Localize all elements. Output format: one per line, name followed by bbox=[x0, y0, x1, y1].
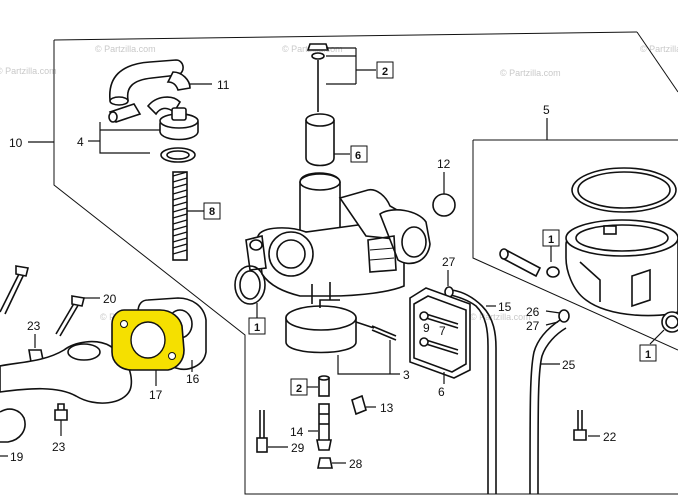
outline-float-bowl-box bbox=[472, 140, 678, 351]
part-14-needle-jet[interactable] bbox=[316, 403, 332, 451]
watermark-text: © Partzilla.com bbox=[470, 312, 531, 322]
part-float-cup[interactable] bbox=[285, 299, 357, 354]
callout-23-top[interactable]: 23 bbox=[27, 319, 41, 333]
callout-1-mid[interactable]: 1 bbox=[548, 234, 554, 246]
part-2-main-jet[interactable] bbox=[318, 375, 330, 397]
callout-27-bottom[interactable]: 27 bbox=[526, 319, 540, 333]
callout-6-bottom[interactable]: 6 bbox=[438, 385, 445, 399]
part-23-nut-bottom[interactable] bbox=[54, 403, 68, 421]
part-cap-oring[interactable] bbox=[160, 147, 196, 163]
part-8-spring[interactable] bbox=[172, 171, 188, 261]
watermark-text: © Partzilla.com bbox=[500, 68, 561, 78]
part-20-bolt[interactable] bbox=[55, 295, 85, 337]
part-13-jet[interactable] bbox=[351, 394, 367, 416]
part-12-float-ball[interactable] bbox=[432, 172, 456, 217]
leader-26 bbox=[545, 310, 561, 314]
watermark-text: © Partzilla.com bbox=[640, 44, 678, 54]
watermark-text: © Partzilla.com bbox=[0, 66, 57, 76]
leader-4a bbox=[99, 122, 150, 154]
callout-4[interactable]: 4 bbox=[77, 135, 84, 149]
callout-2-bottom[interactable]: 2 bbox=[296, 383, 302, 395]
part-3-pilot-screw[interactable] bbox=[355, 321, 397, 341]
part-7-screw[interactable] bbox=[419, 337, 459, 355]
part-9-screw[interactable] bbox=[419, 311, 459, 329]
callout-17[interactable]: 17 bbox=[149, 388, 163, 402]
part-19-intake-manifold[interactable] bbox=[0, 340, 133, 443]
callout-1-left-box bbox=[248, 317, 266, 335]
callout-5[interactable]: 5 bbox=[543, 103, 550, 117]
callout-2-box bbox=[376, 61, 394, 79]
part-bowl-screw[interactable] bbox=[499, 248, 542, 278]
callout-23-bottom[interactable]: 23 bbox=[52, 440, 66, 454]
part-5-float-bowl[interactable] bbox=[565, 219, 678, 317]
part-25-overflow-hose[interactable] bbox=[529, 319, 567, 495]
watermark-text: © Partzilla.com bbox=[95, 44, 156, 54]
callout-11[interactable]: 11 bbox=[217, 78, 230, 92]
part-17-gasket-highlighted[interactable] bbox=[111, 309, 185, 371]
part-29-screw[interactable] bbox=[256, 410, 268, 453]
callout-26[interactable]: 26 bbox=[526, 305, 540, 319]
part-long-stud[interactable] bbox=[0, 265, 29, 315]
part-6-gasket-plate[interactable] bbox=[409, 287, 471, 379]
callout-1-right-box bbox=[639, 344, 657, 362]
callout-6-top[interactable]: 6 bbox=[355, 150, 361, 162]
callout-22[interactable]: 22 bbox=[603, 430, 617, 444]
part-11-vent-hose[interactable] bbox=[109, 59, 191, 106]
callout-6-top-box bbox=[350, 145, 368, 163]
callout-7[interactable]: 7 bbox=[439, 324, 446, 338]
part-small-oring[interactable] bbox=[546, 266, 560, 278]
part-bowl-drain-plug[interactable] bbox=[661, 311, 678, 333]
callout-27-top[interactable]: 27 bbox=[442, 255, 456, 269]
callout-8-box bbox=[203, 202, 221, 220]
part-22-screw[interactable] bbox=[573, 410, 587, 441]
callout-10[interactable]: 10 bbox=[9, 136, 23, 150]
part-5-float-bowl-gasket[interactable] bbox=[571, 167, 677, 213]
carburetor-body[interactable] bbox=[245, 172, 431, 304]
callout-15[interactable]: 15 bbox=[498, 300, 512, 314]
callout-25[interactable]: 25 bbox=[562, 358, 576, 372]
callout-8[interactable]: 8 bbox=[209, 206, 215, 218]
callout-2[interactable]: 2 bbox=[382, 66, 388, 78]
callout-13[interactable]: 13 bbox=[380, 401, 394, 415]
part-26-clip[interactable] bbox=[558, 309, 570, 323]
callout-19[interactable]: 19 bbox=[10, 450, 24, 464]
callout-3[interactable]: 3 bbox=[403, 368, 410, 382]
part-4-cap-fitting[interactable] bbox=[108, 96, 199, 141]
outline-top-right bbox=[636, 31, 678, 93]
callout-20[interactable]: 20 bbox=[103, 292, 117, 306]
part-1-oring-left[interactable] bbox=[234, 265, 266, 305]
callout-1-right[interactable]: 1 bbox=[645, 349, 651, 361]
callout-14[interactable]: 14 bbox=[290, 425, 304, 439]
assembly-outline bbox=[53, 31, 678, 495]
leader-1-right bbox=[649, 329, 665, 345]
part-2-jet-needle-clip[interactable] bbox=[306, 43, 330, 112]
callout-12[interactable]: 12 bbox=[437, 157, 451, 171]
outline-left-box bbox=[53, 40, 678, 495]
part-28-plug[interactable] bbox=[317, 457, 333, 469]
callout-29[interactable]: 29 bbox=[291, 441, 305, 455]
outline-top-edge bbox=[53, 31, 638, 41]
callout-16[interactable]: 16 bbox=[186, 372, 200, 386]
callout-28[interactable]: 28 bbox=[349, 457, 363, 471]
leader-3a bbox=[337, 355, 400, 375]
part-6-throttle-slide[interactable] bbox=[305, 113, 335, 167]
callout-1-left[interactable]: 1 bbox=[254, 322, 260, 334]
callout-9[interactable]: 9 bbox=[423, 321, 430, 335]
